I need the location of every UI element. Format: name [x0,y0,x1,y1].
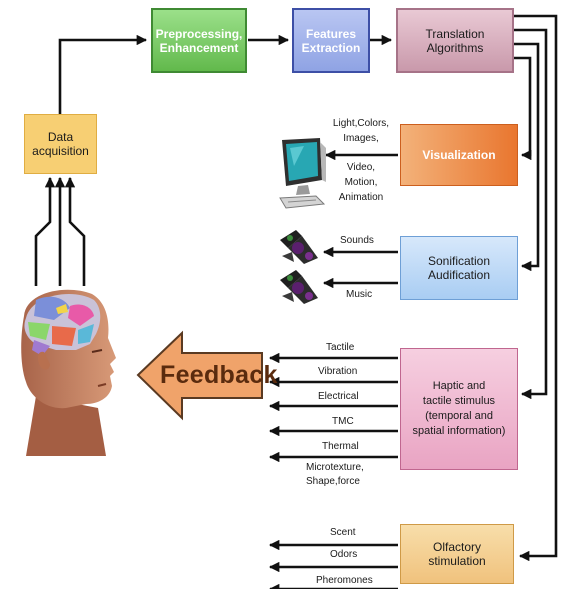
visualization-label: Visualization [422,148,496,162]
haptic-output-vibration: Vibration [318,366,358,377]
visual-output-3: Video, [346,162,376,173]
sound-output-music: Music [346,289,373,300]
translation-algorithms-box: Translation Algorithms [396,8,514,73]
computer-monitor-icon [279,138,326,209]
translation-line-1: Translation [425,26,485,41]
data-acquisition-line-2: acquisition [32,144,89,158]
sonification-line-2: Audification [427,268,491,282]
visual-output-4: Motion, [344,177,378,188]
haptic-line-4: spatial information) [412,425,506,437]
feedback-arrow [136,330,263,421]
speaker-icon [280,230,318,264]
haptic-output-thermal: Thermal [322,441,359,452]
translation-line-2: Algorithms [426,40,484,55]
olfactory-line-1: Olfactory [432,540,481,554]
speaker-icon [280,270,318,304]
haptic-output-electrical: Electrical [318,391,359,402]
haptic-stimulus-box: Haptic and tactile stimulus (temporal an… [400,348,518,470]
feedback-label: Feedback [160,361,278,389]
olfactory-output-odors: Odors [330,549,358,560]
olfactory-stimulation-box: Olfactory stimulation [400,524,514,584]
head-with-brain-icon [21,289,116,456]
visual-outputs-list: Light,Colors, Images, Video, Motion, Ani… [322,118,400,204]
sonification-box: Sonification Audification [400,236,518,300]
haptic-output-tactile: Tactile [326,342,355,353]
haptic-line-3: (temporal and [425,410,493,422]
visualization-box: Visualization [400,124,518,186]
visual-output-5: Animation [338,192,384,203]
olfactory-output-pheromones: Pheromones [316,575,373,586]
olfactory-line-2: stimulation [428,554,486,568]
preprocessing-box: Preprocessing, Enhancement [151,8,247,73]
data-acquisition-line-1: Data [47,130,74,144]
haptic-output-shape-force: Shape,force [306,476,360,487]
data-acquisition-box: Data acquisition [24,114,97,174]
visual-output-2: Images, [343,133,379,144]
features-line-2: Extraction [301,40,361,55]
haptic-line-1: Haptic and [432,380,486,392]
features-extraction-box: Features Extraction [292,8,370,73]
haptic-line-2: tactile stimulus [422,395,496,407]
sound-output-sounds: Sounds [340,235,374,246]
olfactory-output-scent: Scent [330,527,356,538]
visual-output-1: Light,Colors, [332,118,390,129]
preprocessing-line-2: Enhancement [159,40,239,55]
features-line-1: Features [305,26,357,41]
haptic-output-microtexture: Microtexture, [306,462,364,473]
preprocessing-line-1: Preprocessing, [155,26,243,41]
haptic-output-tmc: TMC [332,416,354,427]
sonification-line-1: Sonification [427,254,491,268]
